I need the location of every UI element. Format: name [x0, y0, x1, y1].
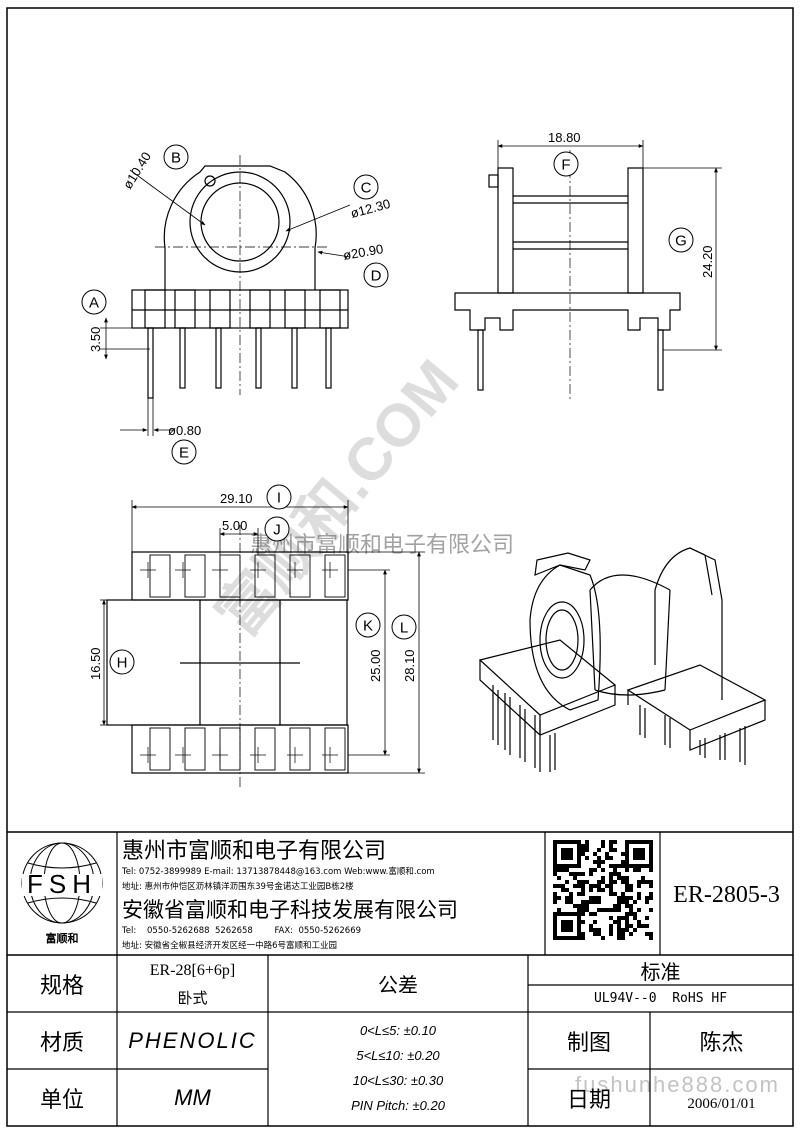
callout-b: B: [163, 144, 189, 170]
callout-g: G: [668, 227, 694, 253]
sheet-border: [6, 7, 794, 1127]
callout-i: I: [266, 484, 292, 510]
dim-29-10: 29.10: [220, 491, 253, 506]
date-value: 2006/01/01: [687, 1095, 756, 1112]
spec-value-1: ER-28[6+6p]: [149, 962, 236, 979]
tolerance-row: 10<L≤30: ±0.30: [352, 1073, 444, 1088]
company2-contact: Tel: 0550-5262688 5262658 FAX: 0550-5262…: [122, 926, 362, 936]
bottom-view: [106, 525, 349, 790]
tolerance-row: PIN Pitch: ±0.20: [351, 1098, 445, 1113]
callout-j: J: [264, 516, 290, 542]
dim-28-10: 28.10: [402, 649, 417, 682]
part-number: ER-2805-3: [673, 881, 780, 908]
side-view: [454, 150, 681, 400]
spec-value-2: 卧式: [177, 988, 208, 1007]
company2-name: 安徽省富顺和电子科技发展有限公司: [122, 898, 458, 922]
dim-3-50: 3.50: [88, 327, 103, 352]
title-block-grid: [7, 831, 793, 1126]
dim-18-80: 18.80: [548, 130, 581, 145]
svg-text:G: G: [675, 233, 687, 250]
tolerance-label: 公差: [378, 973, 418, 997]
svg-text:K: K: [363, 618, 373, 635]
company1-contact: Tel: 0752-3899989 E-mail: 13713878448@16…: [122, 867, 435, 877]
side-dimensions: [497, 140, 722, 351]
callout-l: L: [391, 614, 417, 640]
callout-k: K: [355, 612, 381, 638]
qr-code: [553, 840, 653, 940]
dim-phi-10-40: ø10.40: [120, 149, 154, 191]
svg-text:C: C: [361, 180, 372, 197]
dim-16-50: 16.50: [88, 647, 103, 680]
unit-value: MM: [174, 1084, 211, 1110]
front-view: [131, 155, 349, 399]
svg-text:F: F: [561, 157, 570, 174]
svg-text:L: L: [400, 620, 408, 637]
company2-address: 地址: 安徽省全椒县经济开发区经一中路6号富顺和工业园: [122, 941, 337, 951]
standard-value: UL94V--0 RoHS HF: [593, 991, 728, 1006]
svg-text:I: I: [277, 490, 281, 507]
svg-text:A: A: [89, 295, 99, 312]
spec-label: 规格: [39, 973, 84, 999]
dim-24-20: 24.20: [700, 245, 715, 278]
drawn-value: 陈杰: [699, 1030, 744, 1056]
dim-phi-0-80: ø0.80: [168, 423, 201, 438]
tolerance-list: 0<L≤5: ±0.10 5<L≤10: ±0.20 10<L≤30: ±0.3…: [268, 1018, 528, 1122]
bottom-dimensions: [100, 500, 425, 774]
callout-f: F: [553, 151, 579, 177]
drawn-label: 制图: [566, 1030, 611, 1056]
svg-text:J: J: [273, 522, 281, 539]
callout-c: C: [353, 174, 379, 200]
dim-phi-20-90: ø20.90: [342, 241, 384, 263]
dim-phi-12-30: ø12.30: [349, 196, 392, 221]
svg-text:D: D: [371, 268, 382, 285]
callout-e: E: [171, 439, 197, 465]
logo-text: FSH: [27, 869, 97, 899]
isometric-view: [478, 547, 767, 772]
callout-h: H: [109, 649, 135, 675]
material-label: 材质: [39, 1030, 84, 1056]
unit-label: 单位: [39, 1087, 84, 1113]
callout-d: D: [363, 262, 389, 288]
svg-text:E: E: [179, 445, 189, 462]
material-value: PHENOLIC: [128, 1027, 257, 1053]
dim-25-00: 25.00: [368, 649, 383, 682]
front-dimensions: [100, 169, 351, 436]
svg-text:B: B: [171, 150, 181, 167]
callout-a: A: [81, 289, 107, 315]
dim-5-00: 5.00: [222, 518, 247, 533]
tolerance-row: 5<L≤10: ±0.20: [356, 1048, 440, 1063]
logo-caption: 富顺和: [46, 931, 79, 945]
company-logo: [21, 842, 103, 924]
svg-text:H: H: [117, 655, 128, 672]
watermark-url: fushunhe888.com: [575, 1072, 780, 1097]
company1-address: 地址: 惠州市仲恺区沥林镇洋沥围东39号金诺达工业园B栋2楼: [122, 882, 354, 892]
callouts: A B C D E F G H I J K L: [81, 144, 694, 675]
date-label: 日期: [566, 1087, 611, 1113]
tolerance-row: 0<L≤5: ±0.10: [359, 1023, 437, 1038]
standard-label: 标准: [640, 959, 681, 984]
watermark-line: 惠州市富顺和电子有限公司: [250, 533, 514, 558]
company1-name: 惠州市富顺和电子有限公司: [122, 839, 387, 864]
